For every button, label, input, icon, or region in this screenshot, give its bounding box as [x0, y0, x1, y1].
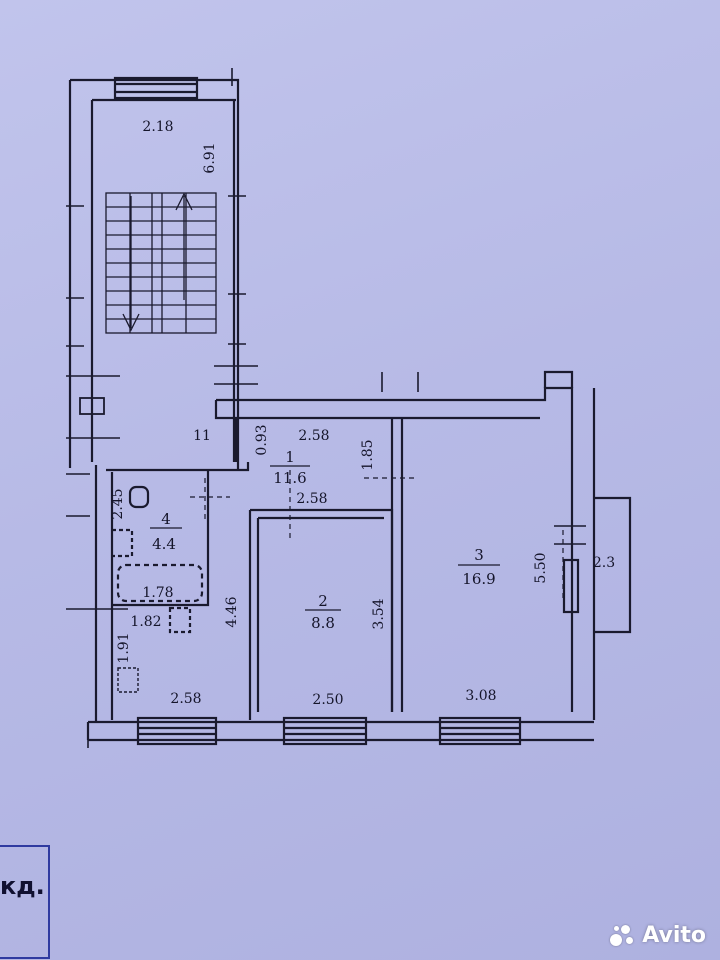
- dim-corridor-depth: 0.93: [254, 424, 270, 455]
- avito-logo-icon: [608, 922, 636, 948]
- stairwell-window: [113, 76, 199, 100]
- dim-room2-height: 3.54: [371, 598, 387, 629]
- room3-area: 16.9: [462, 570, 495, 588]
- window-room3: [438, 716, 522, 746]
- bottom-exterior-wall: [86, 720, 594, 742]
- dim-wc-width: 1.82: [130, 614, 161, 630]
- dim-hall-right-depth: 1.85: [360, 439, 376, 470]
- dim-bath-width: 1.78: [142, 585, 173, 601]
- dim-balcony: 2.3: [593, 555, 615, 571]
- dim-stair-length: 6.91: [202, 142, 218, 173]
- bathtub: [116, 563, 204, 603]
- room2-number: 2: [318, 592, 328, 610]
- room3-number: 3: [474, 546, 484, 564]
- dim-room3-height: 5.50: [533, 552, 549, 583]
- stairwell-outer-wall: [68, 78, 240, 470]
- dim-wc-height: 1.91: [116, 632, 132, 663]
- dim-stair-width: 2.18: [142, 119, 173, 135]
- dim-kitchen-height: 4.46: [224, 596, 240, 627]
- window-room2: [282, 716, 368, 746]
- room4-area: 4.4: [152, 535, 176, 553]
- room1-area: 11.6: [273, 469, 306, 487]
- dim-room3-width: 3.08: [465, 688, 496, 704]
- dim-kitchen-width: 2.58: [170, 691, 201, 707]
- room1-number: 1: [285, 448, 295, 466]
- stamp-frame: [0, 845, 50, 959]
- sink: [112, 528, 134, 558]
- stamp-text: кд.: [0, 872, 45, 900]
- toilet: [128, 485, 150, 509]
- left-exterior-wall: [94, 465, 114, 722]
- window-kitchen: [136, 716, 218, 746]
- room2-area: 8.8: [311, 614, 335, 632]
- watermark-text: Avito: [642, 922, 706, 948]
- toilet-wc: [168, 606, 192, 634]
- avito-watermark: Avito: [608, 922, 706, 948]
- dim-corridor-label: 11: [193, 428, 211, 444]
- dim-hall-inner-width: 2.58: [296, 491, 327, 507]
- right-exterior-wall: [543, 370, 596, 720]
- room3-partition: [390, 418, 404, 712]
- bathroom-wall: [106, 462, 250, 607]
- balcony-door: [562, 558, 580, 614]
- dim-bath-height: 2.45: [110, 488, 126, 519]
- balcony: [594, 496, 632, 634]
- dim-hall-top-width: 2.58: [298, 428, 329, 444]
- dim-room2-width: 2.50: [312, 692, 343, 708]
- stairs: [105, 192, 217, 334]
- stairwell-inner-wall: [90, 98, 236, 462]
- room4-number: 4: [161, 510, 171, 528]
